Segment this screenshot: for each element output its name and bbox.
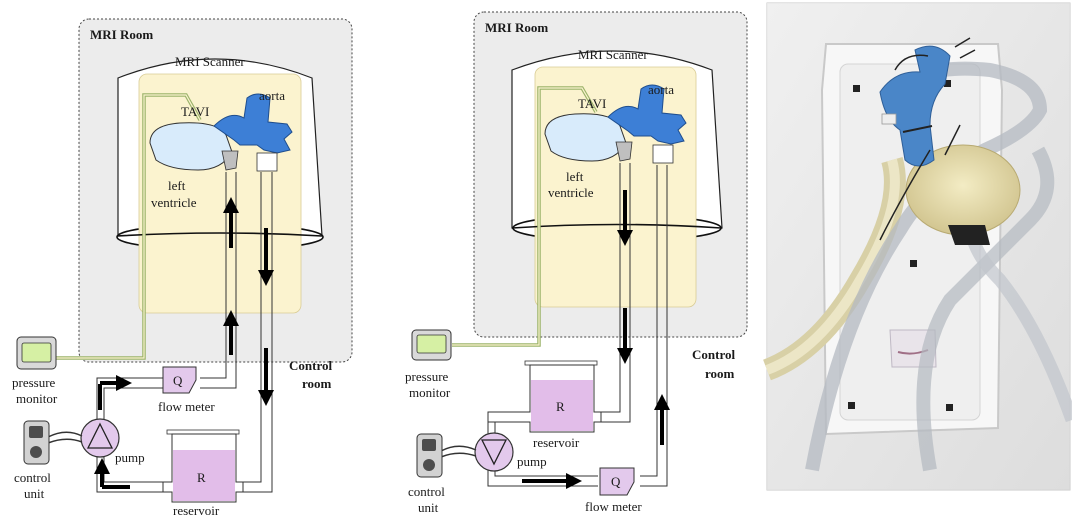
reservoir-liquid <box>173 450 235 501</box>
aorta-connector <box>652 144 674 164</box>
lv-label-2: ventricle <box>548 185 594 200</box>
pump-outlet-tube <box>96 377 163 420</box>
aorta-model <box>879 45 951 167</box>
phantom-photo <box>762 2 1072 491</box>
pressure-monitor-label-1: pressure <box>12 375 56 390</box>
aorta <box>213 93 293 154</box>
control-unit-label-1: control <box>408 484 445 499</box>
connector-block <box>948 225 990 245</box>
flow-meter-label: flow meter <box>158 399 215 414</box>
pump-triangle-icon <box>86 422 114 449</box>
mri-room-label: MRI Room <box>90 27 153 42</box>
mri-bore <box>138 73 302 314</box>
pressure-monitor-label-1: pressure <box>405 369 449 384</box>
pressure-monitor-label-2: monitor <box>16 391 58 406</box>
tube-loop-2 <box>916 146 1055 472</box>
control-unit-switch <box>29 426 43 438</box>
control-room-label-2: room <box>705 366 735 381</box>
control-unit-switch <box>422 439 436 451</box>
pump-label: pump <box>115 450 145 465</box>
inflow-tube <box>601 163 631 423</box>
pressure-monitor-label-2: monitor <box>409 385 451 400</box>
outflow-tube <box>640 165 668 487</box>
flow-meter <box>599 467 635 496</box>
control-unit-cable <box>47 431 83 444</box>
lv-connector <box>221 150 239 171</box>
pressure-monitor-screen <box>21 342 52 363</box>
reservoir-label: reservoir <box>533 435 580 450</box>
control-unit-knob <box>30 446 42 458</box>
reservoir-symbol: R <box>197 470 206 485</box>
inflow-tube <box>200 172 237 389</box>
mri-scanner-label: MRI Scanner <box>578 47 648 62</box>
aorta-label: aorta <box>648 82 674 97</box>
lv-label-1: left <box>168 178 186 193</box>
control-unit-label-1: control <box>14 470 51 485</box>
flow-meter <box>162 366 197 394</box>
pump-outlet-tube <box>487 468 598 487</box>
reservoir-symbol: R <box>556 399 565 414</box>
control-unit-knob <box>423 459 435 471</box>
tavi-label: TAVI <box>578 96 606 111</box>
pressure-monitor-screen <box>416 334 447 354</box>
lv-connector <box>615 141 633 162</box>
reservoir-label: reservoir <box>173 503 220 515</box>
control-unit-label-2: unit <box>418 500 439 515</box>
control-room-label-1: Control <box>692 347 735 362</box>
aorta <box>607 84 687 145</box>
mri-room-label: MRI Room <box>485 20 548 35</box>
control-room-label-2: room <box>302 376 332 391</box>
flow-meter-symbol: Q <box>173 373 183 388</box>
circuit-diagram-b: MRI Room MRI Scanner TAVI aorta left ven… <box>405 11 748 515</box>
pump-triangle-icon <box>480 439 508 466</box>
reservoir-liquid <box>531 380 593 431</box>
aorta-label: aorta <box>259 88 285 103</box>
pump <box>474 432 514 472</box>
lv-label-1: left <box>566 169 584 184</box>
circuit-diagram-a: MRI Room MRI Scanner TAVI aorta left ven… <box>12 18 353 515</box>
flow-meter-label: flow meter <box>585 499 642 514</box>
mri-scanner-label: MRI Scanner <box>175 54 245 69</box>
aorta-connector <box>256 152 278 172</box>
control-room-label-1: Control <box>289 358 332 373</box>
pump-label: pump <box>517 454 547 469</box>
tavi-label: TAVI <box>181 104 209 119</box>
flow-meter-symbol: Q <box>611 474 621 489</box>
control-unit-cable <box>440 445 477 458</box>
reservoir-lid <box>166 429 240 435</box>
mri-scanner-bottom-edge <box>116 232 323 237</box>
reservoir-lid <box>524 360 598 366</box>
control-unit-label-2: unit <box>24 486 45 501</box>
lv-label-2: ventricle <box>151 195 197 210</box>
